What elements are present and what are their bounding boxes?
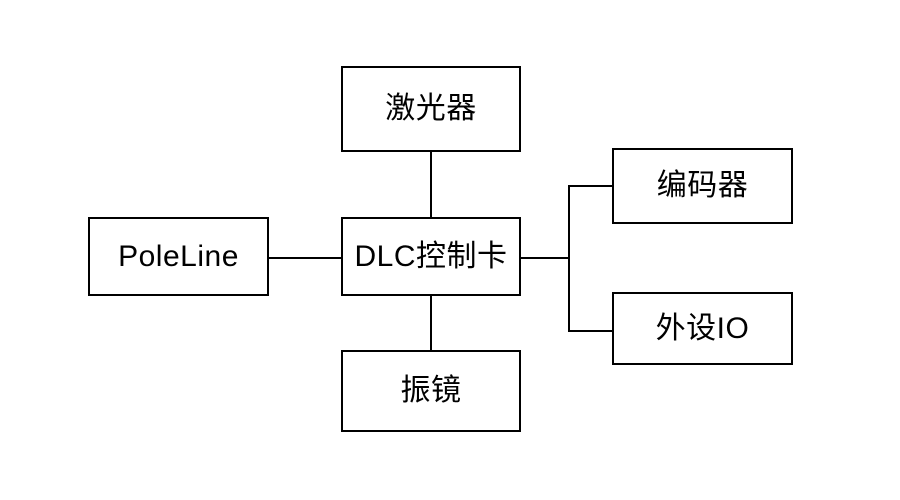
node-laser-label: 激光器 (385, 92, 477, 125)
edge-laser-to-dlc (430, 152, 432, 217)
node-encoder-label: 编码器 (656, 169, 749, 202)
node-poleline[interactable]: PoleLine (88, 217, 269, 296)
edge-dlc-to-right-bus (521, 257, 570, 259)
node-dlc-control-card-label: DLC控制卡 (354, 239, 508, 273)
node-peripheral-io-label: 外设IO (655, 311, 750, 345)
node-laser[interactable]: 激光器 (341, 66, 521, 152)
edge-bus-to-encoder (568, 185, 614, 187)
node-encoder[interactable]: 编码器 (612, 148, 793, 224)
edge-dlc-to-galvo (430, 296, 432, 350)
node-dlc-control-card[interactable]: DLC控制卡 (341, 217, 521, 296)
node-galvanometer[interactable]: 振镜 (341, 350, 521, 432)
node-poleline-label: PoleLine (118, 239, 239, 273)
edge-right-bus-trunk (568, 185, 570, 332)
edge-bus-to-io (568, 330, 614, 332)
node-galvanometer-label: 振镜 (400, 374, 462, 407)
node-peripheral-io[interactable]: 外设IO (612, 292, 793, 365)
edge-poleline-to-dlc (269, 257, 341, 259)
